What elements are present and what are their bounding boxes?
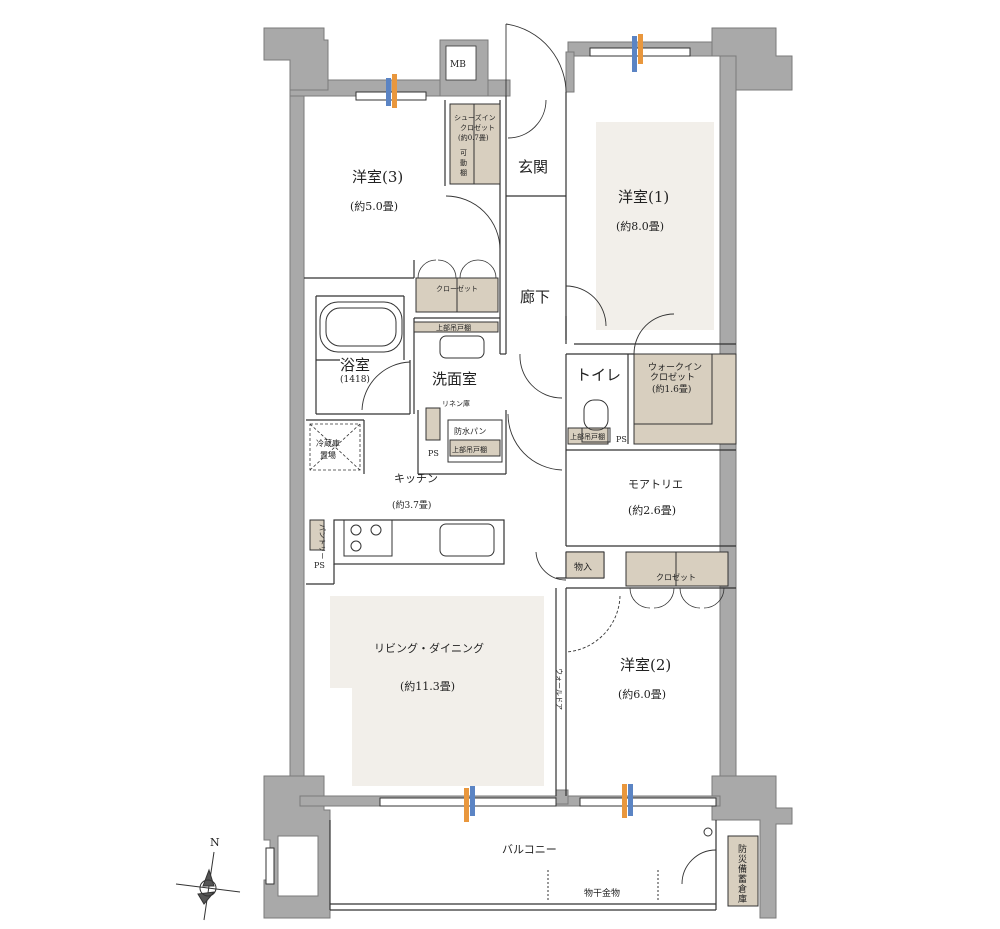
wic-line1: ウォークイン <box>648 362 702 373</box>
bath-size: (1418) <box>340 374 370 385</box>
drain <box>703 827 713 837</box>
toilet-bowl <box>581 399 611 443</box>
toilet-shelf-label: 上部吊戸棚 <box>570 432 605 441</box>
western1-size: (約8.0畳) <box>616 219 664 233</box>
shoe-closet-line2: クロゼット <box>460 123 495 132</box>
wic-line2: クロゼット <box>650 371 695 383</box>
svg-text:蓄: 蓄 <box>738 873 747 885</box>
kitchen-name: キッチン <box>394 472 438 485</box>
linen-label: リネン庫 <box>442 399 470 408</box>
hallway-label: 廊下 <box>520 288 550 306</box>
waterproof-pan-label: 防水パン <box>454 426 486 436</box>
upper-shelf-wash-label: 上部吊戸棚 <box>436 323 471 332</box>
svg-text:庫: 庫 <box>738 893 747 905</box>
north-label: N <box>210 836 220 849</box>
shelf-char-1: 可 <box>460 149 467 157</box>
door-swings <box>361 23 717 885</box>
wic-size: (約1.6畳) <box>652 383 691 395</box>
ps2-label: PS <box>616 435 627 444</box>
closet-doors <box>417 259 725 609</box>
svg-text:備: 備 <box>738 863 747 875</box>
entrance-label: 玄関 <box>518 158 548 176</box>
living-size: (約11.3畳) <box>400 679 455 693</box>
storage-label: 物入 <box>574 561 592 573</box>
compass-icon <box>175 851 241 921</box>
toilet-label: トイレ <box>576 366 621 384</box>
shoe-closet-line1: シューズイン <box>454 113 496 122</box>
living-name: リビング・ダイニング <box>374 641 484 655</box>
western1-name: 洋室(1) <box>618 188 669 206</box>
fridge-line2: 置場 <box>320 450 336 460</box>
laundry-rod-guides <box>547 870 659 902</box>
bathtub <box>319 301 403 353</box>
fridge-space <box>309 423 361 471</box>
fridge-line1: 冷蔵庫 <box>316 438 340 448</box>
svg-text:災: 災 <box>738 854 747 865</box>
closet-w2-label: クロゼット <box>656 572 696 582</box>
windows <box>265 34 717 885</box>
atelier-size: (約2.6畳) <box>628 503 676 517</box>
column-inner-box <box>277 835 319 897</box>
shelf-char-2: 動 <box>460 158 467 167</box>
kitchen-size: (約3.7畳) <box>392 499 431 511</box>
atelier-name: モアトリエ <box>628 478 683 491</box>
closet-w3-label: クローゼット <box>436 284 478 293</box>
upper-cabinet-label: 上部吊戸棚 <box>452 445 487 454</box>
western2-size: (約6.0畳) <box>618 687 666 701</box>
svg-text:倉: 倉 <box>738 883 747 895</box>
washbasin <box>439 335 485 359</box>
mb-box <box>445 45 477 81</box>
western3-size: (約5.0畳) <box>350 199 398 213</box>
pantry-label: パントリー <box>318 524 326 559</box>
stove-icon <box>343 519 393 557</box>
wall-door-label: ウォールドア <box>555 668 563 710</box>
mb-label: MB <box>450 60 466 70</box>
shelf-char-3: 棚 <box>460 168 467 177</box>
bath-name: 浴室 <box>340 356 370 374</box>
floor-highlights <box>330 122 714 786</box>
storage <box>309 103 759 907</box>
shoe-closet-size: (約0.7畳) <box>458 133 489 142</box>
disaster-storage-label: 防 災 備 蓄 倉 庫 <box>738 843 747 905</box>
svg-text:防: 防 <box>738 843 747 855</box>
balcony-label: バルコニー <box>502 843 557 856</box>
western3-name: 洋室(3) <box>352 168 403 186</box>
washroom-label: 洗面室 <box>432 370 477 388</box>
ps3-label: PS <box>314 561 325 570</box>
western2-name: 洋室(2) <box>620 656 671 674</box>
laundry-rod-label: 物干金物 <box>584 887 620 899</box>
sink <box>439 523 495 557</box>
ps1-label: PS <box>428 449 439 458</box>
